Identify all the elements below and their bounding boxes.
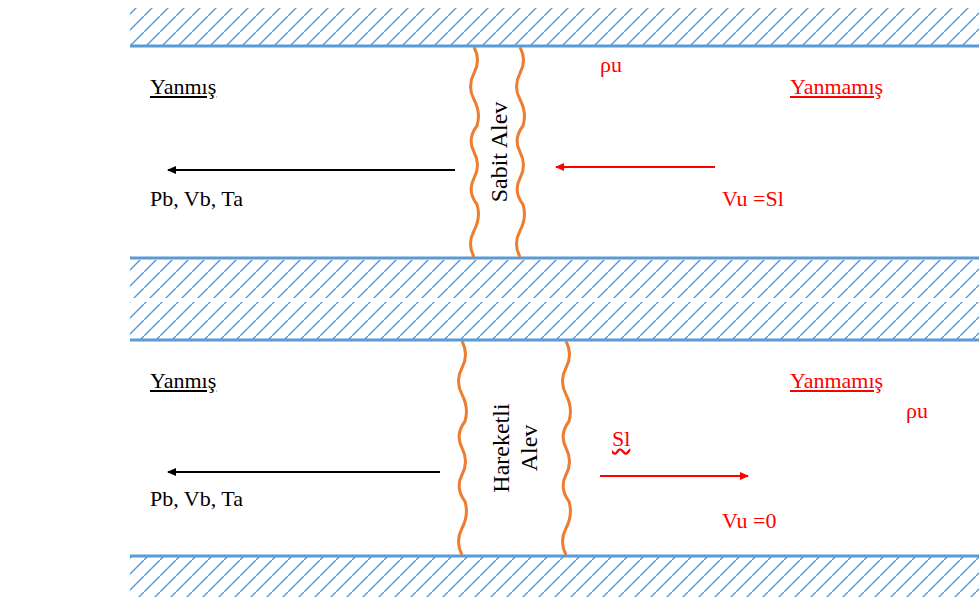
wall-hatch (130, 557, 979, 597)
flame-front: Hareketli Alev (448, 341, 584, 555)
state-variables: Pb, Vb, Ta (150, 186, 243, 212)
region-title: Yanmamış (790, 368, 883, 394)
flow-arrow (168, 169, 455, 171)
wall-line (130, 257, 979, 260)
wall-line (130, 555, 979, 558)
flame-label: Hareketli Alev (488, 388, 543, 508)
velocity-label: Vu =0 (722, 508, 776, 534)
flow-arrow (600, 475, 748, 477)
state-variables: Pb, Vb, Ta (150, 486, 243, 512)
velocity-label: Vu =Sl (722, 186, 784, 212)
flame-front: Sabit Alev (462, 47, 538, 257)
region-title: Yanmamış (790, 74, 883, 100)
wall-line (130, 45, 979, 48)
wall-hatch (130, 302, 979, 340)
density-symbol: ρu (600, 52, 622, 78)
wall-hatch (130, 260, 979, 298)
wall-hatch (130, 8, 979, 46)
flame-speed-label: Sl (612, 426, 630, 452)
flame-label: Sabit Alev (486, 102, 514, 203)
density-symbol: ρu (906, 398, 928, 424)
flow-arrow (168, 471, 440, 473)
region-title: Yanmış (150, 74, 216, 100)
wall-line (130, 339, 979, 342)
flow-arrow (556, 166, 715, 168)
region-title: Yanmış (150, 368, 216, 394)
